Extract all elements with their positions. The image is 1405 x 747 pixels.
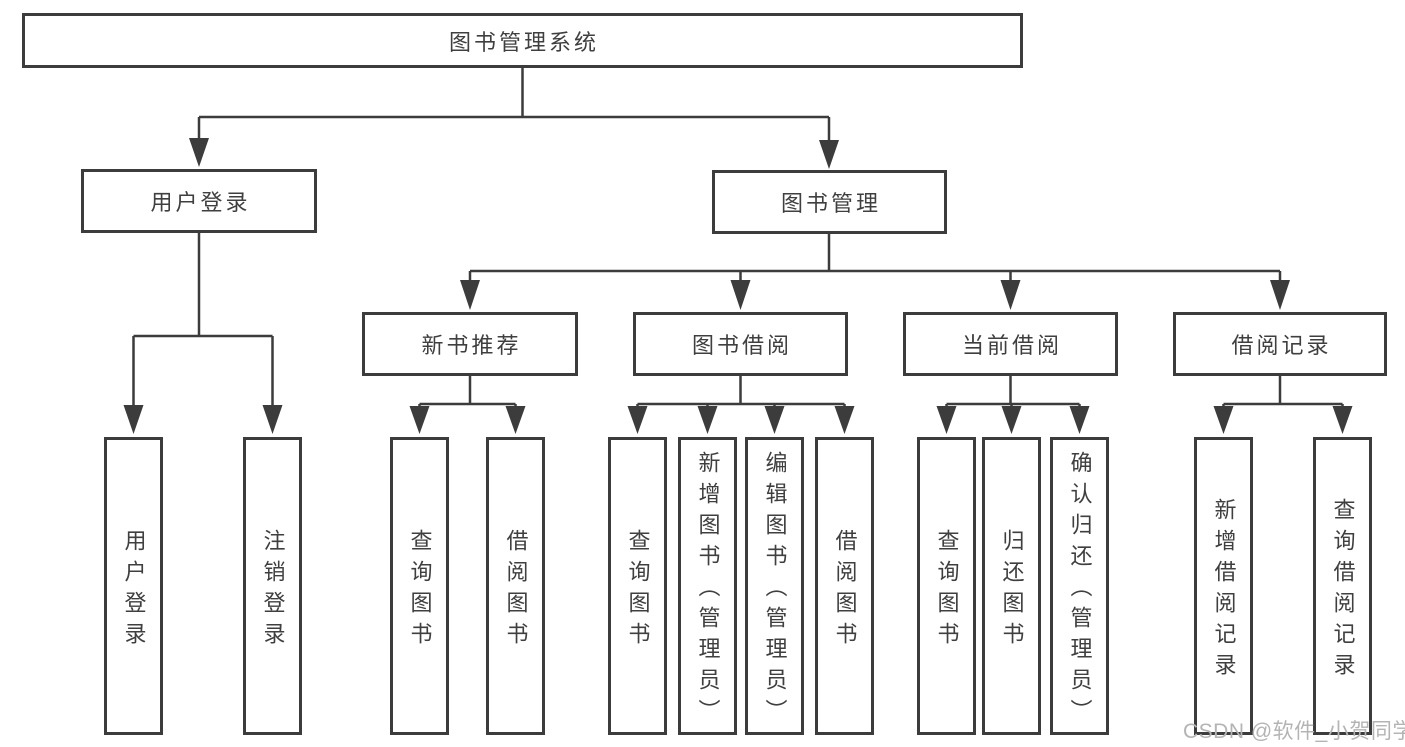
watermark: CSDN @软件_小贺同学 bbox=[1183, 720, 1405, 743]
leaf-cb-confirm-return-admin: 确认归还（管理员） bbox=[1050, 437, 1109, 735]
leaf-br-add-record: 新增借阅记录 bbox=[1194, 437, 1253, 735]
node-borrowing-records-label: 借阅记录 bbox=[1231, 333, 1332, 358]
leaf-bb-borrow-books-label: 借阅图书 bbox=[832, 528, 858, 653]
node-new-book-recommendation-label: 新书推荐 bbox=[421, 333, 522, 358]
leaf-br-add-record-label: 新增借阅记录 bbox=[1211, 497, 1237, 684]
leaf-logout: 注销登录 bbox=[243, 437, 302, 735]
leaf-nbr-borrow-books-label: 借阅图书 bbox=[503, 528, 529, 653]
leaf-nbr-query-books: 查询图书 bbox=[390, 437, 449, 735]
leaf-cb-return-books-label: 归还图书 bbox=[999, 528, 1025, 653]
leaf-cb-confirm-return-admin-label: 确认归还（管理员） bbox=[1067, 451, 1093, 730]
node-book-management: 图书管理 bbox=[712, 170, 947, 234]
node-book-management-label: 图书管理 bbox=[780, 191, 881, 216]
leaf-bb-edit-books-admin-label: 编辑图书（管理员） bbox=[762, 451, 788, 730]
node-current-borrowing-label: 当前借阅 bbox=[961, 333, 1062, 358]
leaf-bb-add-books-admin-label: 新增图书（管理员） bbox=[695, 451, 721, 730]
node-root-system: 图书管理系统 bbox=[22, 13, 1023, 68]
leaf-bb-query-books: 查询图书 bbox=[608, 437, 667, 735]
leaf-cb-query-books: 查询图书 bbox=[917, 437, 976, 735]
leaf-user-login: 用户登录 bbox=[104, 437, 163, 735]
node-user-login-label: 用户登录 bbox=[150, 190, 251, 215]
node-current-borrowing: 当前借阅 bbox=[903, 312, 1118, 376]
node-root-label: 图书管理系统 bbox=[448, 29, 599, 55]
node-new-book-recommendation: 新书推荐 bbox=[362, 312, 578, 376]
leaf-cb-return-books: 归还图书 bbox=[982, 437, 1041, 735]
leaf-nbr-borrow-books: 借阅图书 bbox=[486, 437, 545, 735]
leaf-nbr-query-books-label: 查询图书 bbox=[407, 528, 433, 653]
node-user-login: 用户登录 bbox=[81, 169, 317, 233]
leaf-br-query-record: 查询借阅记录 bbox=[1313, 437, 1372, 735]
leaf-br-query-record-label: 查询借阅记录 bbox=[1330, 497, 1356, 684]
leaf-logout-label: 注销登录 bbox=[260, 528, 286, 653]
node-borrowing-records: 借阅记录 bbox=[1173, 312, 1387, 376]
leaf-bb-edit-books-admin: 编辑图书（管理员） bbox=[745, 437, 804, 735]
node-book-borrowing-label: 图书借阅 bbox=[691, 333, 792, 358]
leaf-bb-borrow-books: 借阅图书 bbox=[815, 437, 874, 735]
leaf-user-login-label: 用户登录 bbox=[121, 528, 147, 653]
leaf-bb-query-books-label: 查询图书 bbox=[625, 528, 651, 653]
node-book-borrowing: 图书借阅 bbox=[633, 312, 848, 376]
leaf-bb-add-books-admin: 新增图书（管理员） bbox=[678, 437, 737, 735]
leaf-cb-query-books-label: 查询图书 bbox=[934, 528, 960, 653]
